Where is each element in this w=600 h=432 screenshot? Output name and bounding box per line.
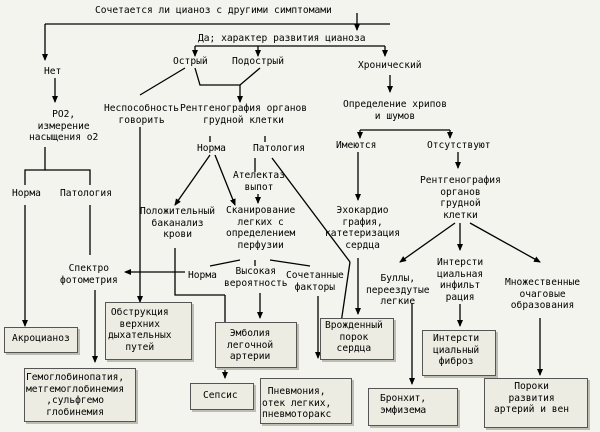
node-combined: Сочетанные факторы <box>286 270 344 293</box>
outcome-vascular-label: Пороки развития артерий и вен <box>494 381 570 415</box>
connector <box>24 147 46 185</box>
outcome-vascular <box>484 378 588 428</box>
outcome-bronchitis <box>368 388 458 426</box>
outcome-embolism <box>215 322 297 368</box>
node-yes: Да; характер развития цианоза <box>198 33 366 44</box>
outcome-congenital <box>320 318 394 360</box>
outcome-congenital-label: Врожденный порок сердца <box>325 320 383 354</box>
node-no: Нет <box>44 66 62 77</box>
arrow-to-positive-bac <box>174 154 211 206</box>
node-wheeze: Определение хрипов и шумов <box>343 99 447 122</box>
node-norm-1: Норма <box>12 188 41 199</box>
node-present: Имеются <box>336 140 377 151</box>
outcome-bronchitis-label: Бронхит, эмфизема <box>380 393 427 416</box>
arrow-to-lung-scan <box>214 154 236 206</box>
node-chronic: Хронический <box>358 60 422 71</box>
node-patho-2: Патология <box>253 143 305 154</box>
connector <box>45 169 91 185</box>
node-spectro: Спектро фотометрия <box>60 263 118 286</box>
outcome-acrocyanosis <box>4 327 78 353</box>
node-acute: Острый <box>173 56 208 67</box>
node-norm-3: Норма <box>188 270 217 281</box>
outcome-sepsis <box>190 383 254 410</box>
connector <box>174 248 225 296</box>
connector <box>139 67 186 96</box>
outcome-upper-airway <box>105 302 192 360</box>
node-positive-bac: Положительный баканализ крови <box>140 206 216 240</box>
node-multiple-foci: Множественные очаговые образования <box>505 277 581 311</box>
node-subacute: Подострый <box>232 56 284 67</box>
node-norm-2: Норма <box>197 143 226 154</box>
arrow-to-bullae <box>399 222 456 263</box>
root-question: Сочетается ли цианоз с другими симптомам… <box>95 5 332 16</box>
node-po2: PO2, измерение насыщения о2 <box>29 109 99 143</box>
outcome-upper-airway-label: Обструкция верхних дыхательных путей <box>108 307 172 353</box>
node-lung-scan: Сканирование легких с определением перфу… <box>226 205 296 251</box>
node-xray-chest: Рентгенография органов грудной клетки <box>180 103 308 126</box>
connector <box>209 259 241 267</box>
arrow-to-multiple <box>469 222 541 263</box>
outcome-sepsis-label: Сепсис <box>203 390 238 401</box>
node-bullae: Буллы, переездутые легкие <box>366 273 430 307</box>
node-xray2: Рентгенография органов грудной клетки <box>420 175 501 221</box>
node-high-prob: Высокая вероятность <box>224 266 288 289</box>
node-interstitial-inf: Интерсти циальная инфильт рация <box>437 257 484 303</box>
outcome-hemoglobinopathy <box>24 368 136 422</box>
outcome-acrocyanosis-label: Акроцианоз <box>12 333 70 344</box>
outcome-hemoglobinopathy-label: Гемоглобинопатия, метгемоглобинемия ,сул… <box>26 372 125 418</box>
node-patho-1: Патология <box>60 188 112 199</box>
outcome-pneumonia <box>260 378 352 424</box>
outcome-pneumonia-label: Пневмония, отек легких, пневмоторакс <box>262 386 332 420</box>
outcome-interstitial-fibrosis-label: Интерсти циальный фиброз <box>433 333 480 367</box>
node-echo: Эхокардио графия, катетеризация сердца <box>325 205 401 251</box>
arrow-to-pneumonia <box>271 157 351 263</box>
outcome-embolism-label: Эмболия легочной артерии <box>227 328 274 362</box>
connector <box>269 259 311 267</box>
connector <box>194 67 261 86</box>
node-atelectasis: Ателектаз выпот <box>233 170 285 193</box>
node-absent: Отсутствуют <box>427 140 491 151</box>
node-unable-speak: Неспособность говорить <box>104 103 180 126</box>
outcome-interstitial-fibrosis <box>422 330 496 376</box>
